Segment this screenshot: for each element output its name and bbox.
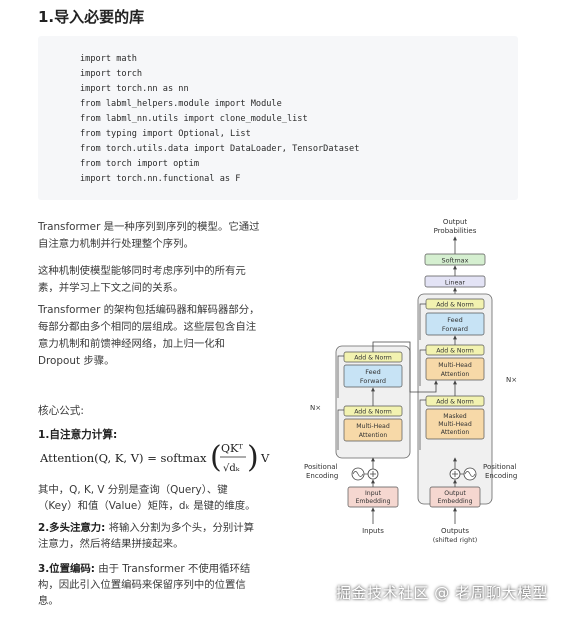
output-probabilities-label: Probabilities	[434, 227, 477, 235]
code-line: from labml_helpers.module import Module	[80, 99, 282, 109]
plus-icon	[370, 471, 376, 477]
plus-icon	[452, 471, 458, 477]
subheading-self-attention: 1.自注意力计算:	[38, 429, 118, 441]
attention-label: Attention	[359, 432, 388, 439]
attention-label: Multi-Head	[438, 362, 472, 369]
sine-wave-path	[352, 471, 364, 477]
positional-encoding-label: Encoding	[306, 472, 338, 480]
residual-connection	[419, 349, 426, 386]
embedding-label: Input	[365, 490, 382, 497]
attention-label: Attention	[441, 371, 470, 378]
positional-encoding-label: Encoding	[485, 472, 517, 480]
encoder-nx-label: N×	[310, 404, 321, 412]
feed-forward-label: Feed	[447, 316, 463, 324]
formula-denominator: √dₖ	[223, 463, 240, 474]
attention-formula: Attention(Q, K, V) = softmax ( QKᵀ √dₖ )…	[40, 440, 270, 475]
add-norm-label: Add & Norm	[354, 409, 392, 416]
text-line: Transformer 的架构包括编码器和解码器部分，	[38, 304, 260, 316]
paragraph-positional: 3.位置编码: 由于 Transformer 不使用循环结 构，因此引入位置编码…	[38, 561, 288, 609]
formula-numerator: QKᵀ	[221, 442, 243, 455]
text-line: Transformer 是一种序列到序列的模型。它通过	[38, 221, 260, 233]
formula-rhs: V	[260, 451, 270, 465]
positional-encoding-label: Positional	[304, 463, 338, 471]
linear-label: Linear	[445, 279, 466, 287]
residual-connection	[419, 399, 426, 450]
text-line: 注意力，然后将结果拼接起来。	[38, 538, 184, 550]
decoder-feed-forward-box	[425, 312, 485, 336]
attention-label: Multi-Head	[438, 421, 472, 428]
attention-label: Attention	[441, 429, 470, 436]
embedding-label: Embedding	[355, 498, 390, 505]
positional-encoding-label: Positional	[483, 463, 517, 471]
add-norm-label: Add & Norm	[436, 348, 474, 355]
text-line: 每部分都由多个相同的层组成。这些层包含自注	[38, 321, 257, 333]
attention-label: Multi-Head	[356, 423, 390, 430]
paren-left: (	[210, 440, 222, 475]
text-span: 由于 Transformer 不使用循环结	[98, 563, 251, 575]
softmax-label: Softmax	[442, 257, 469, 265]
text-line: 其中，Q, K, V 分别是查询（Query）、键	[38, 484, 228, 496]
watermark: 掘金技术社区 @ 老周聊大模型	[336, 584, 549, 602]
encoder-attention-box	[343, 418, 403, 442]
text-line: Dropout 步骤。	[38, 355, 115, 367]
paragraph-architecture: Transformer 的架构包括编码器和解码器部分， 每部分都由多个相同的层组…	[38, 302, 288, 370]
input-embedding-box	[347, 486, 399, 508]
text-line: （Key）和值（Value）矩阵，dₖ 是键的维度。	[38, 500, 256, 512]
encoder-feed-forward-box	[343, 364, 403, 388]
outputs-label: (shifted right)	[433, 536, 478, 544]
softmax-box	[424, 253, 486, 266]
add-norm-label: Add & Norm	[436, 302, 474, 309]
subheading-positional: 3.位置编码:	[38, 563, 95, 575]
residual-connection	[419, 303, 426, 340]
masked-attention-box	[425, 408, 485, 440]
paren-right: )	[247, 440, 259, 475]
linear-box	[424, 275, 486, 288]
text-line: 这种机制使模型能够同时考虑序列中的所有元	[38, 265, 246, 277]
paragraph-intro: Transformer 是一种序列到序列的模型。它通过 自注意力机制并行处理整个…	[38, 219, 288, 253]
embedding-label: Output	[444, 490, 466, 497]
transformer-diagram: Output Probabilities Softmax Linear N× A…	[304, 218, 517, 544]
sine-wave-path	[464, 471, 476, 477]
subheading-multi-head: 2.多头注意力:	[38, 522, 106, 534]
text-line: 自注意力机制并行处理整个序列。	[38, 238, 194, 250]
text-line: 息。	[38, 595, 59, 607]
feed-forward-label: Forward	[360, 377, 386, 385]
code-block: import math import torch import torch.nn…	[38, 36, 518, 200]
code-line: from labml_nn.utils import clone_module_…	[80, 114, 308, 124]
paragraph-multi-head: 2.多头注意力: 将输入分割为多个头，分别计算 注意力，然后将结果拼接起来。	[38, 520, 288, 552]
encoder-decoder-connection	[372, 341, 438, 393]
paragraph-mechanism: 这种机制使模型能够同时考虑序列中的所有元 素，并学习上下文之间的关系。	[38, 263, 288, 297]
text-line: 构，因此引入位置编码来保留序列中的位置信	[38, 579, 246, 591]
formula-lhs: Attention(Q, K, V) = softmax	[40, 451, 207, 465]
decoder-nx-label: N×	[506, 376, 517, 384]
code-line: from typing import Optional, List	[80, 129, 251, 139]
code-line: import torch.nn as nn	[80, 84, 189, 94]
text-line: 意力机制和前馈神经网络，加上归一化和	[38, 338, 226, 350]
code-line: import math	[80, 54, 137, 64]
output-probabilities-label: Output	[443, 218, 468, 226]
code-line: import torch.nn.functional as F	[80, 174, 241, 184]
attention-label: Masked	[443, 413, 467, 420]
text-line: 3.位置编码: 由于 Transformer 不使用循环结	[38, 561, 288, 577]
residual-connection	[337, 409, 344, 450]
paragraph-where: 其中，Q, K, V 分别是查询（Query）、键 （Key）和值（Value）…	[38, 482, 288, 514]
outputs-label: Outputs	[441, 527, 469, 535]
feed-forward-label: Feed	[365, 368, 381, 376]
text-line: 2.多头注意力: 将输入分割为多个头，分别计算	[38, 520, 288, 536]
text-span: 将输入分割为多个头，分别计算	[108, 522, 255, 534]
code-line: import torch	[80, 69, 143, 79]
decoder-cross-attention-box	[425, 357, 485, 381]
embedding-label: Embedding	[437, 498, 472, 505]
section-heading: 1.导入必要的库	[38, 8, 145, 26]
residual-connection	[337, 355, 344, 398]
add-norm-label: Add & Norm	[436, 399, 474, 406]
text-line: 素，并学习上下文之间的关系。	[38, 282, 184, 294]
code-line: from torch.utils.data import DataLoader,…	[80, 144, 360, 154]
inputs-label: Inputs	[362, 527, 384, 535]
add-norm-label: Add & Norm	[354, 355, 392, 362]
feed-forward-label: Forward	[442, 325, 468, 333]
formula-label: 核心公式:	[38, 405, 84, 417]
code-line: from torch import optim	[80, 159, 199, 169]
output-embedding-box	[429, 486, 481, 508]
